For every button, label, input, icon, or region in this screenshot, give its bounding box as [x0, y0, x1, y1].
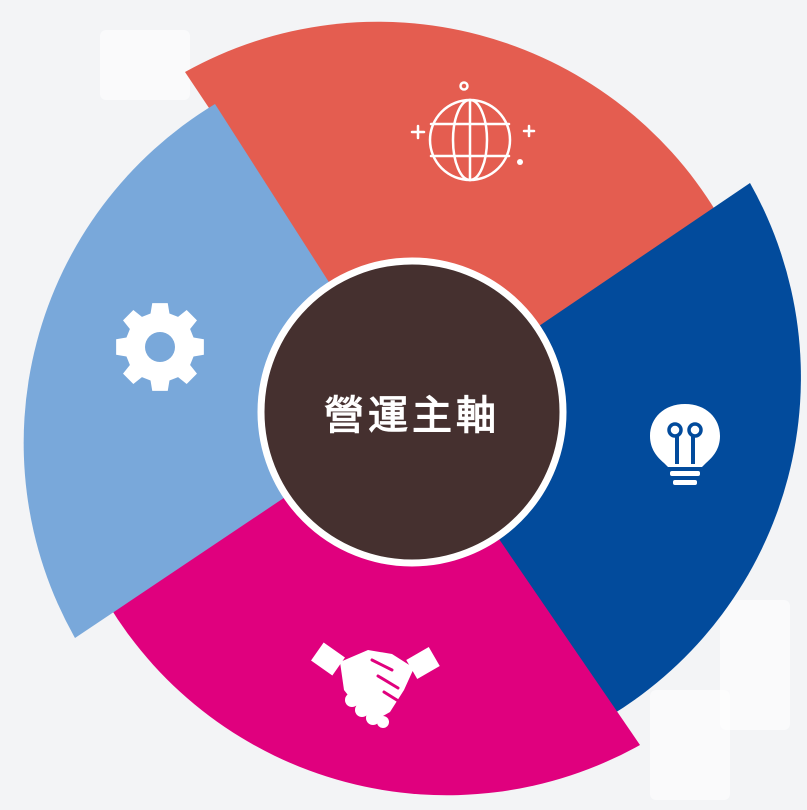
gear-segment[interactable]	[23, 104, 412, 638]
center-circle	[257, 257, 567, 567]
handshake-segment[interactable]	[108, 412, 640, 796]
globe-sparkle-dot	[517, 159, 523, 165]
background-decoration	[720, 600, 790, 730]
lightbulb-segment[interactable]	[412, 183, 801, 716]
globe-segment[interactable]	[185, 21, 717, 412]
globe-icon	[410, 81, 536, 182]
handshake-detail	[370, 658, 402, 704]
lightbulb-icon	[650, 404, 720, 485]
gear-icon	[116, 303, 204, 391]
background-decoration	[650, 690, 730, 800]
background-decoration	[100, 30, 190, 100]
handshake-icon	[311, 642, 440, 728]
